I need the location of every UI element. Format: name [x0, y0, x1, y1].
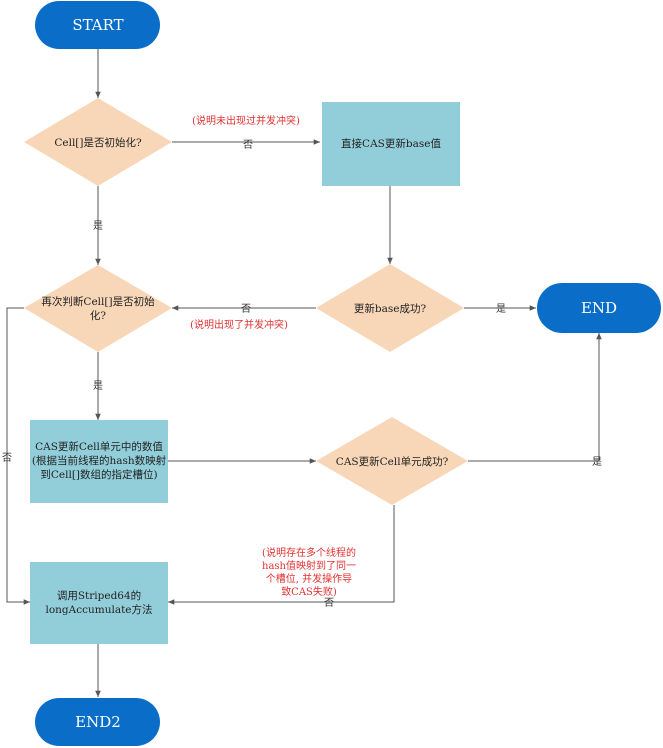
- end2-label: END2: [75, 713, 121, 731]
- note-multi-thread-line3: 个槽位, 并发操作导: [266, 572, 352, 585]
- cas-cell-label-line1: CAS更新Cell单元中的数值: [35, 440, 163, 453]
- recheck-cell-init-node: 再次判断Cell[]是否初始 化?: [24, 265, 172, 352]
- note-no-concurrency: (说明未出现过并发冲突): [192, 114, 300, 127]
- note-multi-thread-line2: hash值映射到了同一: [262, 559, 356, 572]
- edge-label-yes-cas-cell: 是: [93, 380, 103, 392]
- edge-label-yes-cell-to-end: 是: [592, 456, 602, 468]
- edge-label-yes-recheck: 是: [93, 220, 103, 232]
- end-label: END: [581, 299, 617, 317]
- note-multi-thread-line4: 致CAS失败): [281, 585, 337, 598]
- recheck-cell-init-shape: [24, 265, 172, 352]
- end-node: END: [537, 283, 661, 333]
- cas-cell-ok-node: CAS更新Cell单元成功?: [316, 417, 468, 505]
- edge-label-no-long-accumulate: 否: [324, 597, 334, 609]
- edge-label-no-left-loop: 否: [2, 452, 12, 464]
- cas-cell-label-line3: 到Cell[]数组的指定槽位): [40, 468, 157, 481]
- cas-base-shape: [322, 102, 460, 186]
- long-accumulate-node: 调用Striped64的 longAccumulate方法: [30, 562, 168, 644]
- edge-labels: 否 是 否 是 是 是 否 否: [2, 139, 602, 609]
- edge-cell-ok-to-end: [468, 333, 602, 462]
- end2-node: END2: [35, 698, 160, 746]
- note-multi-thread-line1: (说明存在多个线程的: [262, 546, 356, 559]
- cas-base-label: 直接CAS更新base值: [341, 137, 441, 150]
- check-cell-init-shape: [24, 98, 172, 186]
- edge-recheck-no-loop: [6, 307, 30, 605]
- cas-cell-label-line2: (根据当前线程的hash数映射: [32, 454, 167, 467]
- cas-cell-shape: [30, 420, 168, 503]
- long-accumulate-label-line1: 调用Striped64的: [57, 589, 141, 602]
- note-concurrency: (说明出现了并发冲突): [190, 318, 288, 331]
- notes: (说明未出现过并发冲突) (说明出现了并发冲突) (说明存在多个线程的 hash…: [190, 114, 356, 598]
- edges: [6, 48, 602, 697]
- start-shape: [35, 1, 160, 49]
- cas-cell-node: CAS更新Cell单元中的数值 (根据当前线程的hash数映射 到Cell[]数…: [30, 420, 168, 503]
- edge-label-yes-base-to-end: 是: [496, 303, 506, 315]
- long-accumulate-shape: [30, 562, 168, 644]
- end-shape: [537, 283, 661, 333]
- edge-label-no-base-to-recheck: 否: [241, 303, 251, 315]
- cas-cell-ok-shape: [316, 417, 468, 505]
- recheck-cell-init-label-line2: 化?: [90, 309, 106, 322]
- recheck-cell-init-label-line1: 再次判断Cell[]是否初始: [41, 295, 155, 308]
- update-base-ok-label: 更新base成功?: [354, 302, 427, 315]
- update-base-ok-node: 更新base成功?: [316, 264, 464, 352]
- long-accumulate-label-line2: longAccumulate方法: [45, 603, 152, 616]
- edge-label-no-cas-base: 否: [243, 139, 253, 151]
- edge-cell-ok-to-long-accumulate: [168, 505, 395, 605]
- end2-shape: [35, 698, 160, 746]
- cas-base-node: 直接CAS更新base值: [322, 102, 460, 186]
- update-base-ok-shape: [316, 264, 464, 352]
- start-node: START: [35, 1, 160, 49]
- start-label: START: [72, 16, 123, 34]
- check-cell-init-node: Cell[]是否初始化?: [24, 98, 172, 186]
- check-cell-init-label: Cell[]是否初始化?: [54, 136, 142, 149]
- cas-cell-ok-label: CAS更新Cell单元成功?: [336, 455, 449, 468]
